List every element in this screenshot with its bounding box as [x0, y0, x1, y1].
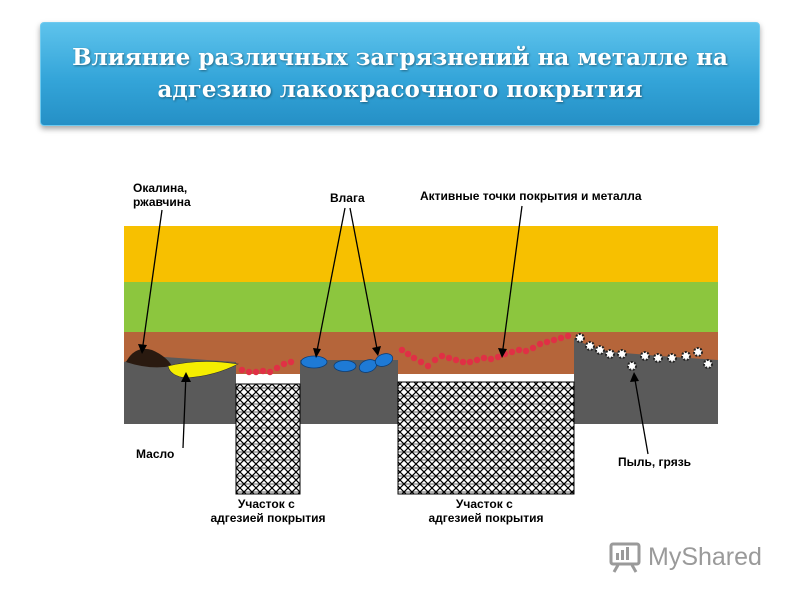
leader-arrowheads: [138, 344, 639, 382]
label-oil: Масло: [136, 447, 174, 461]
adhesion-zone-2-hatch: [397, 381, 575, 495]
active-points-zone-1: [238, 358, 295, 376]
scale-deposit: [126, 348, 172, 368]
leader-lines: [141, 205, 649, 455]
moisture-drops: [300, 353, 394, 373]
dust-particles: [575, 333, 713, 371]
watermark: MyShared: [608, 537, 768, 577]
label-adhesion-zone-1-line-2: адгезией покрытия: [210, 511, 325, 525]
label-scale: Окалина, ржавчина: [133, 181, 191, 209]
label-scale-line-2: ржавчина: [133, 195, 191, 209]
title-banner: Влияние различных загрязнений на металле…: [40, 22, 760, 126]
intermediate-coat-layer: [124, 282, 718, 332]
watermark-text: MyShared: [648, 542, 762, 571]
label-moisture: Влага: [330, 191, 365, 205]
label-dust: Пыль, грязь: [618, 455, 691, 469]
slide-title: Влияние различных загрязнений на металле…: [72, 44, 728, 103]
active-points-zone-2: [398, 332, 572, 370]
label-adhesion-zone-2: Участок с адгезией покрытия: [428, 497, 543, 525]
label-active-points: Активные точки покрытия и металла: [420, 189, 642, 203]
presentation-board-icon: [609, 542, 641, 573]
label-adhesion-zone-1-line-1: Участок с: [238, 497, 295, 511]
top-coat-layer: [124, 226, 718, 282]
label-adhesion-zone-2-line-1: Участок с: [456, 497, 513, 511]
label-scale-line-1: Окалина,: [133, 181, 187, 195]
adhesion-zone-1-hatch: [235, 383, 301, 495]
label-adhesion-zone-1: Участок с адгезией покрытия: [210, 497, 325, 525]
label-adhesion-zone-2-line-2: адгезией покрытия: [428, 511, 543, 525]
